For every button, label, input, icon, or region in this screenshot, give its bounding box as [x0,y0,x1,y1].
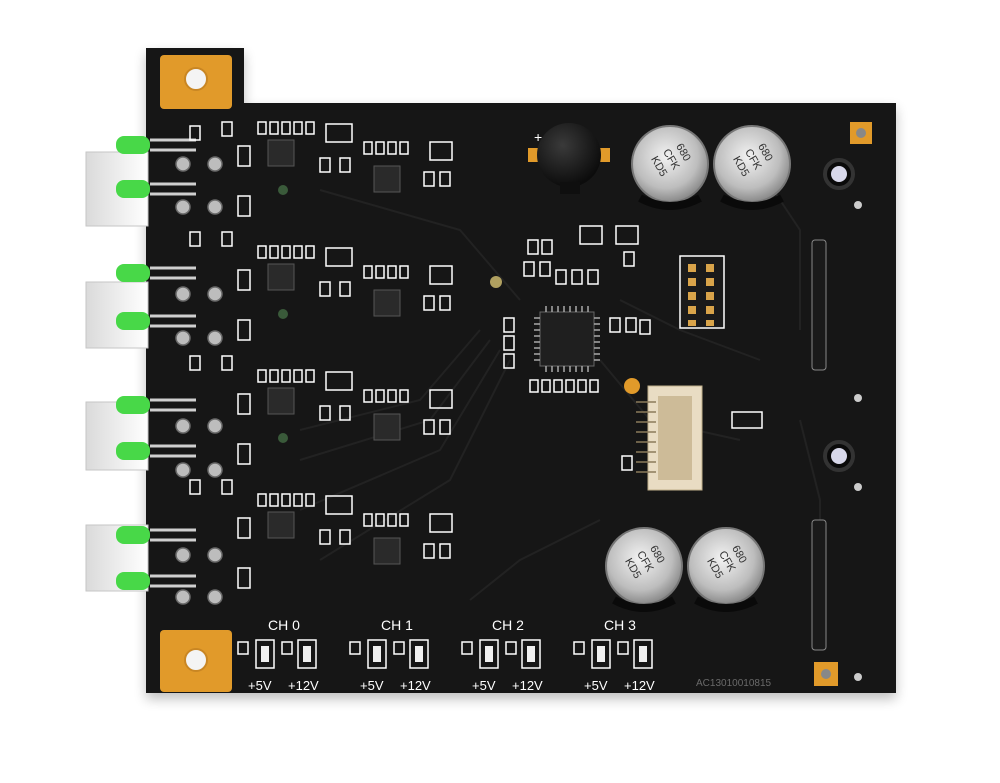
channel-1-indicator: CH 1 +5V +12V [349,617,431,693]
rail-5v-label: +5V [584,678,608,693]
rail-12v-label: +12V [288,678,319,693]
rail-12v-label: +12V [624,678,655,693]
mount-tab-bottom-left [160,630,232,692]
mounting-hole-icon [184,648,208,672]
led-icon [116,396,196,414]
pin-header [679,255,725,329]
mounting-hole-icon [184,67,208,91]
channel-block-2 [189,355,453,465]
rail-5v-label: +5V [360,678,384,693]
mounting-hole-icon [831,166,847,182]
channel-label: CH 0 [268,617,300,633]
channel-block-3 [189,479,453,589]
buzzer-polarity: + [534,129,542,145]
capacitor-bottom-right: 680 CFK KD5 [687,527,765,612]
ffc-connector [624,378,703,491]
mount-tab-top-left [160,55,232,109]
part-number: AC13010010815 [696,678,772,689]
led-icon [116,180,196,198]
rail-5v-label: +5V [248,678,272,693]
fiducials [490,122,872,686]
capacitor-bottom-left: 680 CFK KD5 [605,527,683,612]
led-icon [116,264,196,282]
led-icon [116,526,196,544]
led-icon [116,442,196,460]
channel-2-indicator: CH 2 +5V +12V [461,617,543,693]
channel-0-indicator: CH 0 +5V +12V [237,617,319,693]
capacitor-top-right: 680 CFK KD5 [713,125,791,210]
channel-indicators: CH 0 +5V +12V CH 1 +5V +12V CH 2 +5V + [237,617,655,693]
channel-label: CH 1 [381,617,413,633]
led-icon [116,572,196,590]
microcontroller-chip [534,306,600,372]
capacitor-top-left: 680 CFK KD5 [631,125,709,210]
channel-label: CH 2 [492,617,524,633]
rail-12v-label: +12V [512,678,543,693]
status-leds [116,136,196,590]
mcu-passives [503,225,763,471]
channel-circuit-blocks [189,121,453,589]
rail-12v-label: +12V [400,678,431,693]
channel-block-1 [189,231,453,341]
rail-5v-label: +5V [472,678,496,693]
channel-label: CH 3 [604,617,636,633]
channel-3-indicator: CH 3 +5V +12V [573,617,655,693]
channel-block-0 [189,121,453,217]
buzzer: + [528,123,610,194]
right-edge-pads [811,239,827,651]
mounting-hole-icon [831,448,847,464]
right-mount-holes [823,158,855,472]
led-icon [116,312,196,330]
through-hole-pads [175,156,223,605]
led-icon [116,136,196,154]
channel-connectors [85,151,149,592]
